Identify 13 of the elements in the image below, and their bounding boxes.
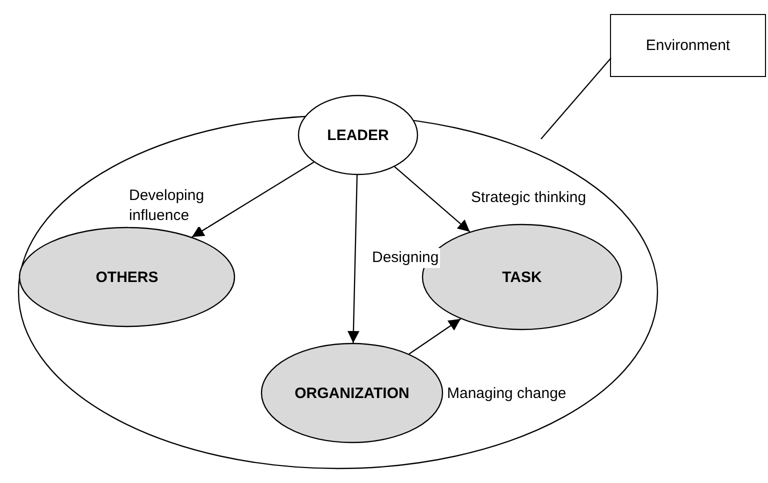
edge-label: Managing change — [446, 384, 568, 404]
arrow — [192, 162, 314, 238]
node-label: TASK — [502, 268, 542, 286]
edge-label: Strategic thinking — [470, 188, 588, 208]
arrow — [347, 174, 360, 344]
node-label: Environment — [646, 37, 730, 54]
leader-line — [540, 58, 612, 140]
node-label: OTHERS — [96, 268, 158, 286]
node-label: LEADER — [327, 126, 389, 144]
arrow — [408, 318, 461, 355]
node-label: ORGANIZATION — [294, 384, 410, 402]
edge-label: Designing — [371, 248, 440, 268]
arrow — [394, 166, 470, 232]
